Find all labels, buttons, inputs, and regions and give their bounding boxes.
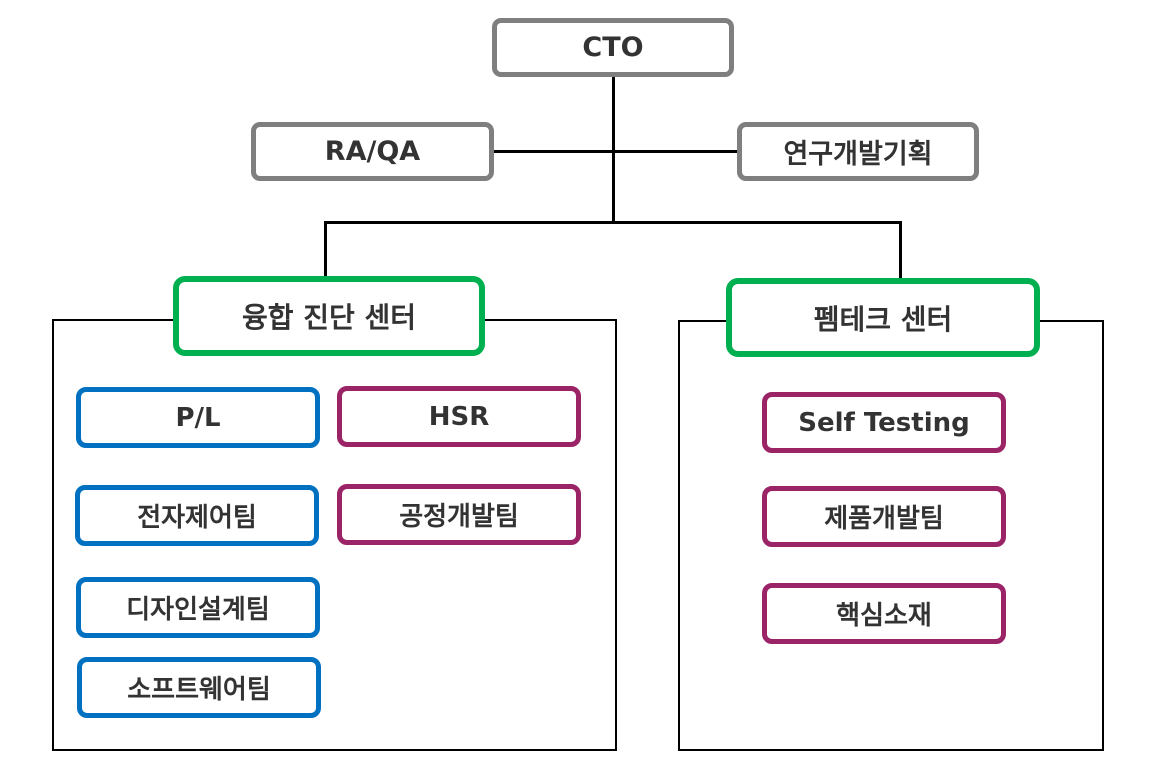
cto-node: CTO: [492, 18, 734, 77]
team-core-material-node: 핵심소재: [762, 583, 1006, 644]
team-software-label: 소프트웨어팀: [127, 675, 271, 705]
right-center-drop-connector: [899, 221, 902, 279]
rnd-planning-node: 연구개발기획: [737, 122, 979, 181]
ra-qa-node: RA/QA: [251, 122, 494, 181]
rnd-planning-label: 연구개발기획: [783, 139, 933, 170]
femtech-center-node: 펨테크 센터: [726, 278, 1040, 357]
left-center-drop-connector: [324, 221, 327, 279]
team-electronic-control-node: 전자제어팀: [75, 485, 319, 546]
team-pl-label: P/L: [175, 402, 221, 433]
team-hsr-label: HSR: [428, 401, 490, 432]
team-hsr-node: HSR: [337, 386, 581, 447]
team-process-dev-label: 공정개발팀: [399, 502, 519, 532]
team-self-testing-label: Self Testing: [798, 407, 970, 438]
femtech-center-label: 펨테크 센터: [813, 302, 953, 336]
team-design-label: 디자인설계팀: [126, 595, 270, 625]
team-core-material-label: 핵심소재: [836, 601, 932, 631]
team-design-node: 디자인설계팀: [76, 577, 320, 638]
team-electronic-control-label: 전자제어팀: [137, 503, 257, 533]
ra-qa-label: RA/QA: [324, 136, 421, 167]
centers-horizontal-connector: [324, 221, 902, 224]
team-self-testing-node: Self Testing: [762, 392, 1006, 453]
cto-label: CTO: [582, 32, 644, 63]
team-process-dev-node: 공정개발팀: [337, 484, 581, 545]
team-software-node: 소프트웨어팀: [77, 657, 321, 718]
team-product-dev-label: 제품개발팀: [824, 504, 944, 534]
team-pl-node: P/L: [76, 387, 320, 448]
team-product-dev-node: 제품개발팀: [762, 486, 1006, 547]
staff-horizontal-connector: [492, 150, 740, 153]
fusion-diagnosis-center-node: 융합 진단 센터: [173, 276, 485, 356]
cto-vertical-connector: [612, 76, 615, 223]
fusion-diagnosis-center-label: 융합 진단 센터: [241, 301, 417, 334]
